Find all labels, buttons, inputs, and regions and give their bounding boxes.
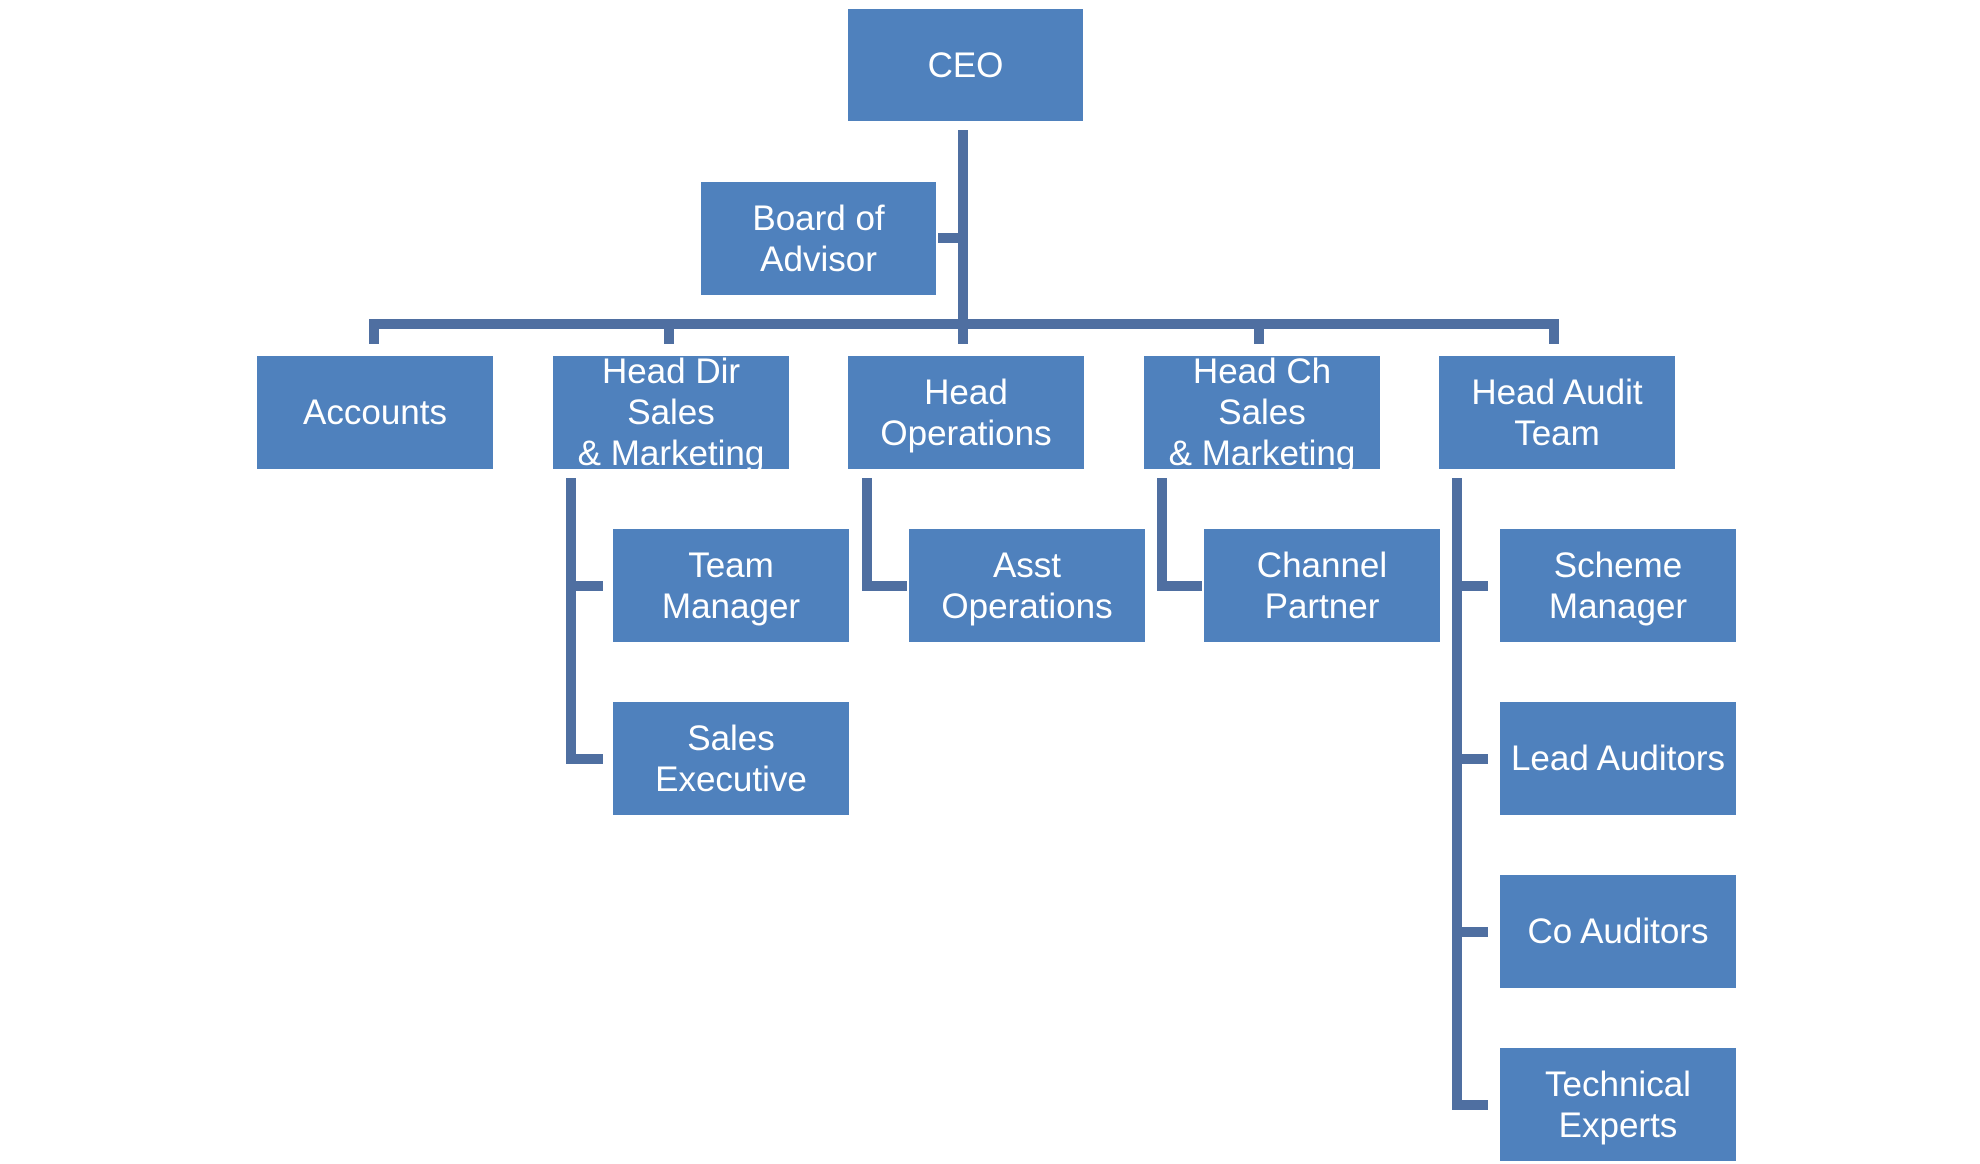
node-sales-executive-label: Sales Executive (655, 718, 807, 799)
node-head-operations-label: Head Operations (880, 372, 1052, 453)
node-board-of-advisor: Board of Advisor (701, 182, 936, 295)
node-channel-partner-label: Channel Partner (1256, 545, 1388, 626)
node-accounts: Accounts (257, 356, 493, 469)
node-head-audit: Head Audit Team (1439, 356, 1675, 469)
node-technical-experts: Technical Experts (1500, 1048, 1736, 1161)
node-head-audit-label: Head Audit Team (1471, 372, 1643, 453)
node-team-manager: Team Manager (613, 529, 849, 642)
node-accounts-label: Accounts (303, 393, 447, 432)
operations-branch (862, 478, 907, 591)
node-head-ch-sales: Head Ch Sales & Marketing (1144, 352, 1380, 473)
node-lead-auditors: Lead Auditors (1500, 702, 1736, 815)
audit-branch (1452, 478, 1488, 1110)
node-asst-operations: Asst Operations (909, 529, 1145, 642)
node-scheme-manager-label: Scheme Manager (1548, 545, 1688, 626)
node-ceo-label: CEO (927, 45, 1004, 85)
node-ceo: CEO (848, 9, 1083, 121)
channel-sales-branch (1157, 478, 1202, 591)
node-lead-auditors-label: Lead Auditors (1510, 739, 1726, 778)
direct-sales-branch (566, 478, 603, 764)
node-channel-partner: Channel Partner (1204, 529, 1440, 642)
node-scheme-manager: Scheme Manager (1500, 529, 1736, 642)
node-co-auditors: Co Auditors (1500, 875, 1736, 988)
node-board-label: Board of Advisor (752, 198, 885, 279)
node-asst-operations-label: Asst Operations (941, 545, 1113, 626)
node-head-ch-sales-label: Head Ch Sales & Marketing (1168, 352, 1356, 473)
node-co-auditors-label: Co Auditors (1527, 912, 1709, 951)
node-team-manager-label: Team Manager (661, 545, 801, 626)
node-sales-executive: Sales Executive (613, 702, 849, 815)
node-head-dir-sales: Head Dir Sales & Marketing (553, 352, 789, 473)
node-head-operations: Head Operations (848, 356, 1084, 469)
node-technical-experts-label: Technical Experts (1545, 1064, 1691, 1145)
node-head-dir-sales-label: Head Dir Sales & Marketing (577, 352, 765, 473)
